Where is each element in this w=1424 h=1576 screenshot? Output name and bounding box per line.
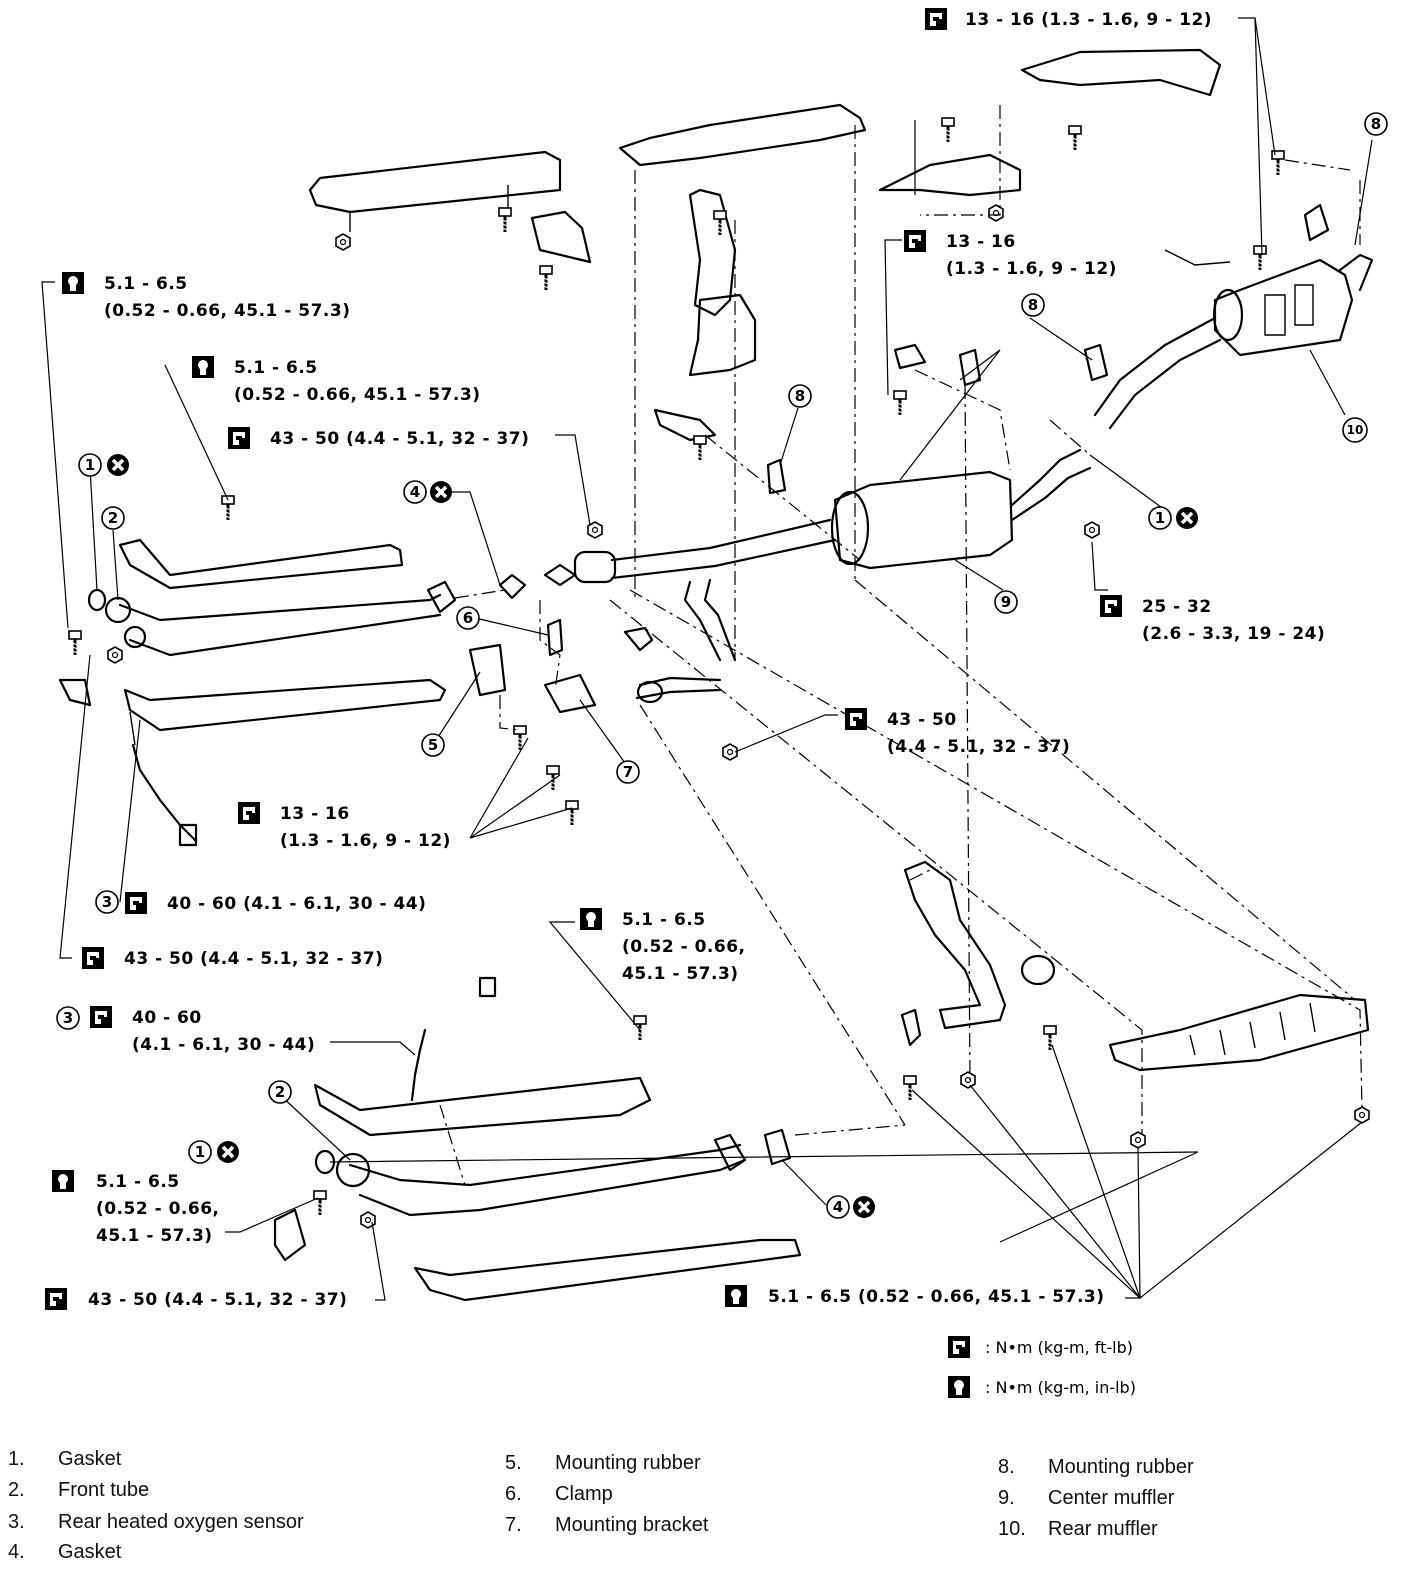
callout-2: 2 — [275, 1083, 285, 1101]
exhaust-line-art — [58, 48, 1374, 1302]
torque-label: 43 - 50 (4.4 - 5.1, 32 - 37) — [270, 429, 529, 449]
torque-label: 45.1 - 57.3) — [622, 964, 739, 984]
torque-label: 40 - 60 — [132, 1008, 202, 1028]
torque-label: (4.4 - 5.1, 32 - 37) — [887, 737, 1070, 757]
leader-lines — [41, 17, 1373, 1301]
torque-label: (1.3 - 1.6, 9 - 12) — [280, 831, 451, 851]
callout-4: 4 — [833, 1198, 843, 1216]
callout-8: 8 — [1371, 115, 1381, 133]
list-item: 10.Rear muffler — [998, 1518, 1158, 1540]
callout-9: 9 — [1001, 593, 1011, 611]
torque-label: (0.52 - 0.66, — [96, 1199, 220, 1219]
torque-label: 43 - 50 (4.4 - 5.1, 32 - 37) — [88, 1290, 347, 1310]
parts-list: 1.Gasket 2.Front tube 3.Rear heated oxyg… — [0, 1438, 1424, 1576]
torque-unit-legend: : N•m (kg-m, ft-lb) : N•m (kg-m, in-lb) — [948, 1336, 1136, 1398]
torque-label: 13 - 16 — [280, 804, 350, 824]
torque-label: 43 - 50 (4.4 - 5.1, 32 - 37) — [124, 949, 383, 969]
callout-5: 5 — [428, 736, 438, 754]
list-item: 6.Clamp — [505, 1483, 613, 1505]
torque-label: (2.6 - 3.3, 19 - 24) — [1142, 624, 1325, 644]
torque-label: 5.1 - 6.5 — [234, 358, 318, 378]
callout-4: 4 — [410, 483, 420, 501]
callouts: 1 2 4 8 8 8 10 1 9 6 5 7 3 3 2 1 — [56, 112, 1388, 1220]
list-item: 5.Mounting rubber — [505, 1452, 701, 1474]
torque-label: 5.1 - 6.5 (0.52 - 0.66, 45.1 - 57.3) — [768, 1287, 1105, 1307]
list-item: 8.Mounting rubber — [998, 1456, 1194, 1478]
list-item: 4.Gasket — [8, 1541, 122, 1563]
list-item: 3.Rear heated oxygen sensor — [8, 1511, 304, 1533]
callout-6: 6 — [463, 609, 473, 627]
callout-8: 8 — [795, 387, 805, 405]
callout-3: 3 — [102, 893, 112, 911]
torque-label: 45.1 - 57.3) — [96, 1226, 213, 1246]
callout-1: 1 — [195, 1143, 205, 1161]
alignment-lines — [439, 105, 1363, 1186]
torque-label: 5.1 - 6.5 — [622, 910, 706, 930]
torque-label: (0.52 - 0.66, 45.1 - 57.3) — [234, 385, 480, 405]
legend-nm-ftlb: : N•m (kg-m, ft-lb) — [985, 1338, 1133, 1357]
torque-label: 5.1 - 6.5 — [104, 274, 188, 294]
torque-label: (4.1 - 6.1, 30 - 44) — [132, 1035, 315, 1055]
callout-2: 2 — [108, 509, 118, 527]
list-item: 9.Center muffler — [998, 1487, 1175, 1509]
callout-1: 1 — [1155, 509, 1165, 527]
callout-3: 3 — [63, 1009, 73, 1027]
torque-label: 43 - 50 — [887, 710, 957, 730]
callout-10: 10 — [1347, 423, 1364, 437]
callout-8: 8 — [1028, 296, 1038, 314]
legend-nm-inlb: : N•m (kg-m, in-lb) — [985, 1378, 1136, 1397]
callout-7: 7 — [623, 763, 633, 781]
torque-label: 40 - 60 (4.1 - 6.1, 30 - 44) — [167, 894, 426, 914]
torque-label: (0.52 - 0.66, — [622, 937, 746, 957]
torque-label: 5.1 - 6.5 — [96, 1172, 180, 1192]
torque-label: 13 - 16 (1.3 - 1.6, 9 - 12) — [965, 10, 1212, 30]
callout-1: 1 — [85, 456, 95, 474]
exhaust-system-diagram: 13 - 16 (1.3 - 1.6, 9 - 12) 13 - 16 (1.3… — [41, 8, 1388, 1398]
torque-label: (1.3 - 1.6, 9 - 12) — [946, 259, 1117, 279]
list-item: 2.Front tube — [8, 1479, 150, 1501]
torque-label: 25 - 32 — [1142, 597, 1212, 617]
torque-labels: 13 - 16 (1.3 - 1.6, 9 - 12) 13 - 16 (1.3… — [45, 8, 1325, 1310]
torque-label: (0.52 - 0.66, 45.1 - 57.3) — [104, 301, 350, 321]
list-item: 1.Gasket — [8, 1448, 122, 1470]
torque-label: 13 - 16 — [946, 232, 1016, 252]
list-item: 7.Mounting bracket — [505, 1514, 709, 1536]
